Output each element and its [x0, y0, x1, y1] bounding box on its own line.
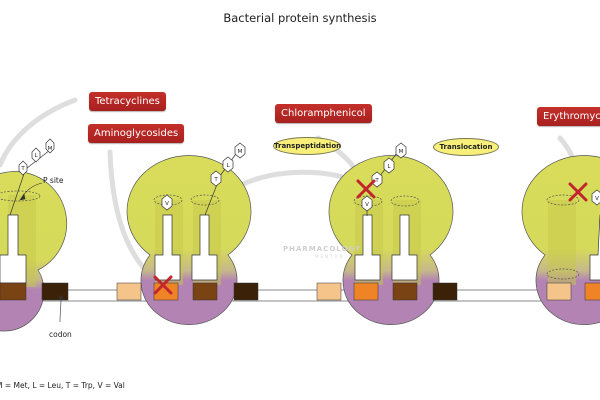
aa-letter: L: [34, 153, 38, 159]
aa-leu: [31, 147, 41, 163]
ribosome-3: [316, 155, 458, 325]
x-icon-chloramphenicol: [356, 179, 376, 199]
aa-letter: L: [226, 163, 230, 169]
aa-leu: [383, 157, 395, 174]
tetracyclines-label: Tetracyclines: [89, 92, 166, 111]
chloramphenicol-label: Chloramphenicol: [275, 104, 372, 123]
aminoglycosides-label: Aminoglycosides: [88, 124, 185, 143]
aa-leu: [222, 156, 234, 173]
aa-val: [161, 194, 173, 211]
translocation-step: Translocation: [433, 138, 499, 156]
watermark-subtext: MENTOR: [315, 254, 345, 259]
ribosome-1: [0, 167, 69, 332]
aa-letter: T: [374, 178, 379, 184]
x-icon-erythromycin: [568, 182, 588, 202]
inhibition-marks: [153, 179, 588, 295]
aa-letter: T: [20, 166, 25, 172]
aa-letter: M: [238, 149, 243, 155]
peptide-chain-1: [18, 138, 55, 176]
page-title: Bacterial protein synthesis: [223, 11, 377, 25]
aminoglycoside-arrow: [107, 149, 153, 278]
peptide-chain-2: [161, 142, 246, 211]
pointer-lines: [19, 182, 64, 323]
codon-label: codon: [49, 330, 72, 339]
aa-met: [234, 142, 246, 159]
aa-val: [591, 189, 600, 206]
ribosome-4: [521, 155, 600, 325]
transpeptidation-step: Transpeptidation: [273, 137, 341, 155]
watermark-text: PHARMACOLOGY: [283, 245, 362, 253]
erythromycin-label: Erythromycin: [537, 107, 600, 126]
aa-trp: [371, 171, 383, 188]
aa-trp: [18, 160, 28, 176]
aa-letter: M: [399, 149, 404, 155]
mrna-strand: [0, 289, 600, 302]
aa-met: [395, 142, 407, 159]
aa-letter: T: [213, 177, 218, 183]
amino-acid-legend: M = Met, L = Leu, T = Trp, V = Val: [0, 381, 125, 390]
aa-met: [45, 138, 55, 154]
peptide-chain-3: [361, 142, 407, 216]
aa-trp: [210, 170, 222, 187]
peptide-chain-4: [591, 189, 600, 206]
ribosome-2: [116, 155, 259, 325]
p-site-label: P site: [43, 176, 64, 185]
x-icon-aminoglycoside: [153, 275, 173, 295]
transpeptidation-arrow: [240, 169, 355, 187]
aa-letter: V: [165, 201, 169, 207]
aa-letter: V: [595, 196, 599, 202]
aa-letter: M: [48, 146, 53, 152]
tetracycline-arrow: [0, 97, 78, 168]
aa-letter: L: [387, 164, 391, 170]
aa-letter: V: [365, 202, 369, 208]
